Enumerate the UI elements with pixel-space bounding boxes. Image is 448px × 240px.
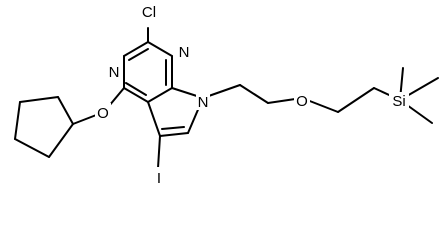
atom-label-n-pyrrole: N [198,94,209,111]
atom-label-cl: Cl [142,4,156,21]
atom-label-o-ether: O [296,93,308,110]
atom-label-o-cyclopentyl: O [97,105,109,122]
bond-n1-c2-double [128,48,149,61]
bonds [14,27,439,169]
bond-ch2-ch2-b [337,87,375,113]
bond-cp-2-3 [19,96,59,103]
bond-cp-1-2 [57,96,74,125]
bond-cp-4-5 [14,138,50,158]
bond-c6-c5-double [161,126,185,130]
bond-ch2-ch2 [239,84,269,104]
bond-c2-n3 [147,41,173,57]
bond-n1-c2 [123,41,149,57]
chemical-structure: Cl N N N O O I Si [14,0,439,187]
atom-label-n-top: N [179,44,190,61]
bond-c6-c5 [159,132,189,137]
bond-c5-c4a [147,101,161,137]
bond-cp-5-1 [48,123,74,158]
atom-label-n-left: N [109,64,120,81]
bond-c4a-c4-double [125,82,147,96]
bond-c5-i [157,135,161,169]
atom-label-iodine: I [157,170,161,187]
bond-c7a-c4a [147,87,173,103]
bond-c4a-c4 [123,87,149,103]
bond-cp-3-4 [14,101,21,140]
atom-label-silicon: Si [392,93,405,110]
atom-labels: Cl N N N O O I Si [95,0,409,187]
